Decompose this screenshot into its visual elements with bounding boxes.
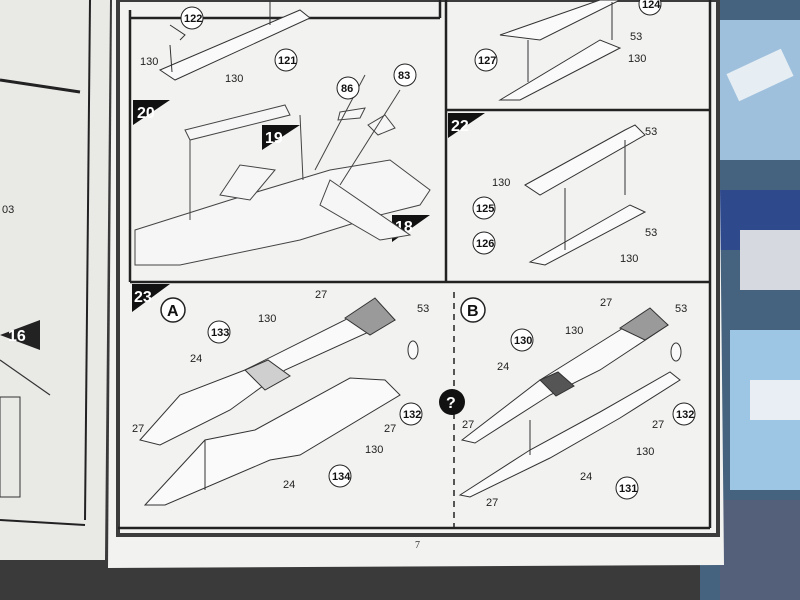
svg-text:126: 126	[476, 238, 494, 250]
svg-text:A: A	[167, 303, 179, 320]
step-16-number: 16	[8, 328, 26, 345]
label-134: 134	[328, 464, 352, 488]
label-24-b2: 24	[580, 471, 592, 483]
page-number: 7	[415, 540, 420, 551]
label-53-p22-b: 53	[645, 227, 657, 239]
step-19-flag: 19	[262, 125, 300, 150]
svg-text:B: B	[467, 303, 479, 320]
label-86: 86	[336, 76, 360, 100]
label-130-b-circled: 130	[510, 328, 534, 352]
step-22-flag: 22	[448, 113, 485, 138]
svg-text:122: 122	[184, 13, 202, 25]
label-121: 121	[274, 48, 298, 72]
step-23-number: 23	[134, 289, 152, 306]
step-20-flag: 20	[133, 100, 170, 125]
label-130-b2: 130	[636, 446, 654, 458]
label-130-tl-b: 130	[225, 73, 243, 85]
panel-22-tanks	[524, 124, 647, 266]
svg-text:132: 132	[676, 409, 694, 421]
step-19-number: 19	[265, 130, 283, 147]
label-53-b: 53	[675, 303, 687, 315]
label-27-b4: 27	[486, 497, 498, 509]
label-125: 125	[472, 196, 496, 220]
svg-text:83: 83	[398, 70, 410, 82]
label-27-b3: 27	[652, 419, 664, 431]
label-24-a1: 24	[190, 353, 202, 365]
label-130-tl-a: 130	[140, 56, 158, 68]
label-127: 127	[474, 48, 498, 72]
label-122: 122	[180, 6, 204, 30]
label-53-p22-a: 53	[645, 126, 657, 138]
step-22-number: 22	[451, 118, 469, 135]
label-24-a2: 24	[283, 479, 295, 491]
label-27-b1: 27	[600, 297, 612, 309]
svg-text:134: 134	[332, 471, 351, 483]
label-130-a2: 130	[365, 444, 383, 456]
panel-top-left	[158, 0, 311, 81]
label-130-b1: 130	[565, 325, 583, 337]
label-83: 83	[393, 63, 417, 87]
svg-text:133: 133	[211, 327, 229, 339]
panel-top-right	[498, 0, 622, 101]
svg-text:?: ?	[446, 395, 456, 412]
svg-text:127: 127	[478, 55, 496, 67]
svg-text:86: 86	[341, 83, 353, 95]
label-53-a: 53	[417, 303, 429, 315]
variant-a-badge: A	[160, 297, 186, 323]
label-124: 124	[638, 0, 662, 16]
step-23-flag: 23	[132, 284, 170, 312]
svg-text:124: 124	[642, 0, 661, 11]
label-133: 133	[207, 320, 231, 344]
label-131: 131	[615, 476, 639, 500]
label-130-p22-a: 130	[492, 177, 510, 189]
panel-23b-tanks	[458, 307, 682, 498]
step-20-number: 20	[137, 105, 155, 122]
label-27-a3: 27	[384, 423, 396, 435]
panel-23a-tanks	[139, 297, 419, 506]
svg-text:125: 125	[476, 203, 494, 215]
label-27-a1: 27	[315, 289, 327, 301]
label-132-b: 132	[672, 402, 696, 426]
help-symbol: ?	[439, 389, 465, 415]
svg-text:132: 132	[403, 409, 421, 421]
left-page: 03 16	[0, 0, 110, 560]
label-130-tr: 130	[628, 53, 646, 65]
svg-text:121: 121	[278, 55, 296, 67]
label-27-b2: 27	[462, 419, 474, 431]
left-part-03: 03	[2, 204, 14, 216]
label-132-a: 132	[399, 402, 423, 426]
label-27-a2: 27	[132, 423, 144, 435]
label-24-b1: 24	[497, 361, 509, 373]
label-130-a1: 130	[258, 313, 276, 325]
label-53-tr: 53	[630, 31, 642, 43]
svg-text:130: 130	[514, 335, 532, 347]
variant-b-badge: B	[460, 297, 486, 323]
panel-20-fuselage	[134, 74, 431, 266]
box-art	[700, 0, 800, 600]
svg-text:131: 131	[619, 483, 637, 495]
label-126: 126	[472, 231, 496, 255]
label-130-p22-b: 130	[620, 253, 638, 265]
